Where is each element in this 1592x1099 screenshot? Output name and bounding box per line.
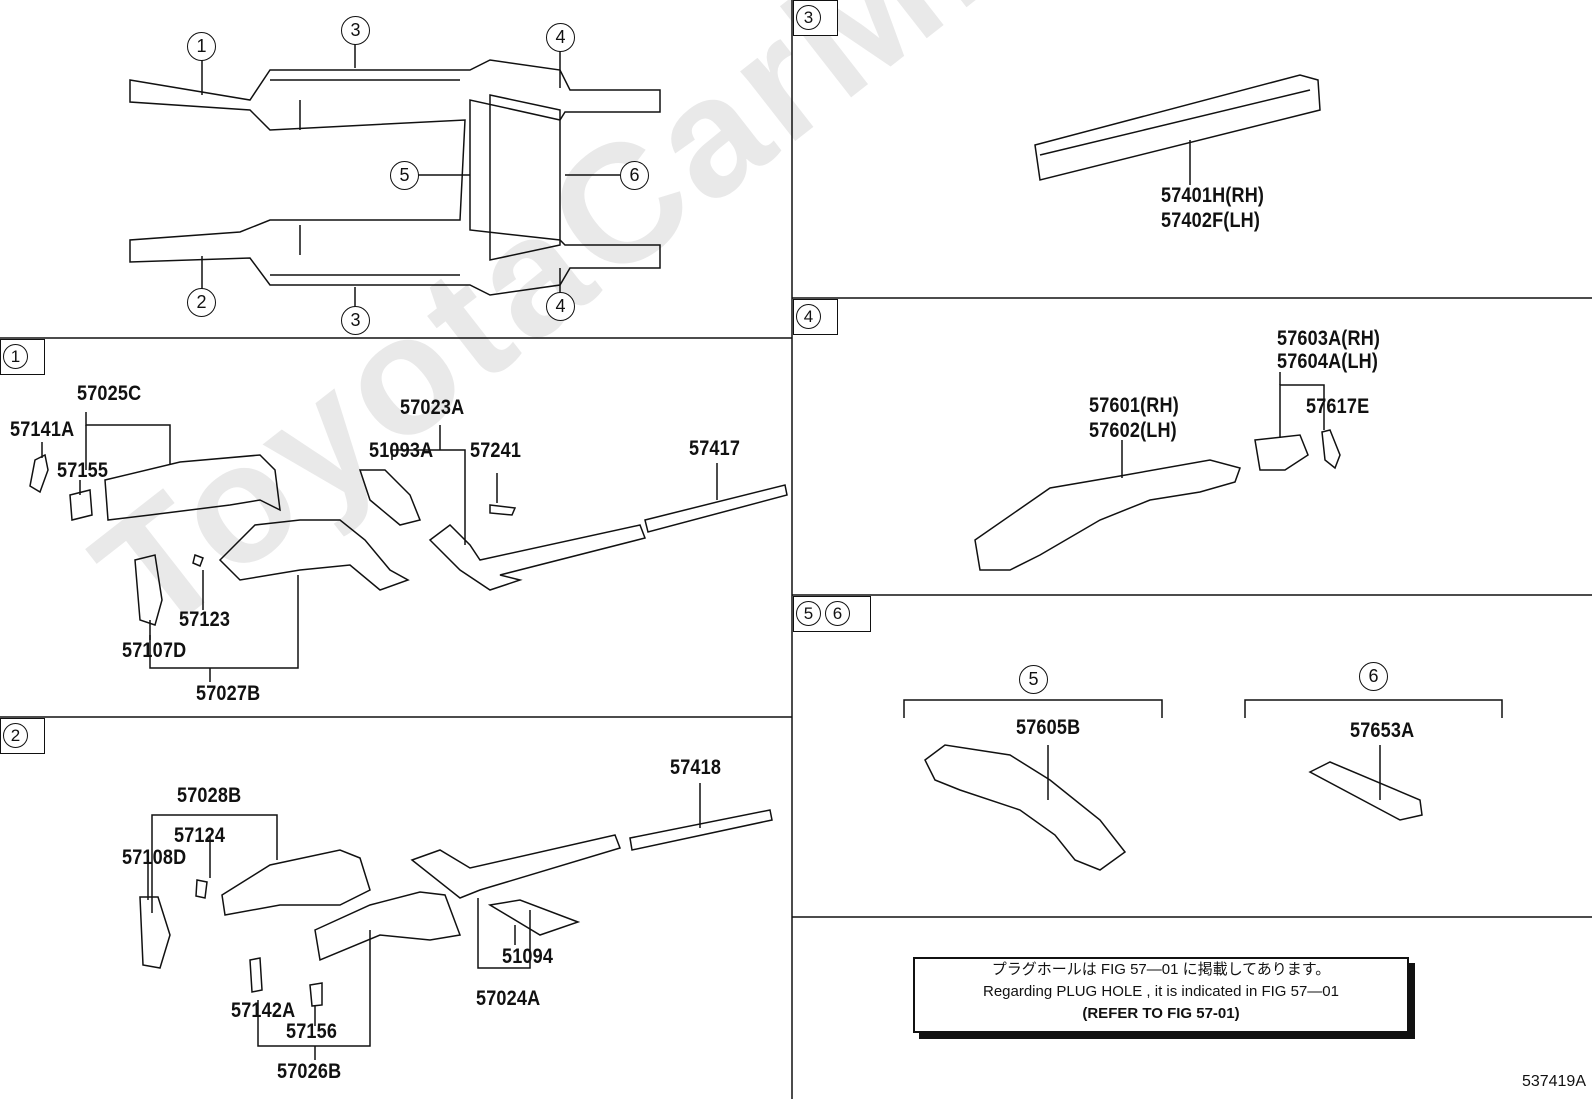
part-57027B: 57027B [196, 682, 261, 705]
part-57418: 57418 [670, 756, 722, 779]
plug-hole-note: プラグホールは FIG 57―01 に掲載してあります。 Regarding P… [913, 957, 1409, 1033]
part-57124: 57124 [174, 824, 226, 847]
part-57401H-RH: 57401H(RH) [1161, 184, 1265, 207]
note-english: Regarding PLUG HOLE , it is indicated in… [982, 983, 1339, 1000]
part-57024A: 57024A [476, 987, 541, 1010]
marker-4-bottom: 4 [546, 292, 575, 321]
part-57602-LH: 57602(LH) [1089, 419, 1177, 442]
part-57108D: 57108D [122, 846, 187, 869]
part-57156: 57156 [286, 1020, 338, 1043]
section-tag-4: 4 [793, 299, 838, 335]
part-57617E: 57617E [1306, 395, 1370, 418]
part-57028B: 57028B [177, 784, 242, 807]
part-57025C: 57025C [77, 382, 142, 405]
section-tag-2: 2 [0, 718, 45, 754]
part-57605B: 57605B [1016, 716, 1081, 739]
marker-4-top: 4 [546, 23, 575, 52]
diagram-code: 537419A [1521, 1073, 1586, 1090]
marker-5-detail: 5 [1019, 665, 1048, 694]
part-57023A: 57023A [400, 396, 465, 419]
marker-6: 6 [620, 161, 649, 190]
note-refer: (REFER TO FIG 57-01) [1082, 1005, 1240, 1022]
part-57107D: 57107D [122, 639, 187, 662]
part-57241: 57241 [470, 439, 522, 462]
marker-3-bottom: 3 [341, 306, 370, 335]
marker-3-top: 3 [341, 16, 370, 45]
section-tag-1: 1 [0, 339, 45, 375]
marker-1: 1 [187, 32, 216, 61]
marker-6-detail: 6 [1359, 662, 1388, 691]
marker-5: 5 [390, 161, 419, 190]
part-57601-RH: 57601(RH) [1089, 394, 1179, 417]
part-57155: 57155 [57, 459, 109, 482]
part-57141A: 57141A [10, 418, 75, 441]
note-japanese: プラグホールは FIG 57―01 に掲載してあります。 [991, 961, 1331, 978]
part-57123: 57123 [179, 608, 231, 631]
part-57142A: 57142A [231, 999, 296, 1022]
part-51093A: 51093A [369, 439, 434, 462]
part-57653A: 57653A [1350, 719, 1415, 742]
section-tag-3: 3 [793, 0, 838, 36]
part-57604A-LH: 57604A(LH) [1277, 350, 1379, 373]
part-51094: 51094 [502, 945, 554, 968]
part-57603A-RH: 57603A(RH) [1277, 327, 1381, 350]
part-57417: 57417 [689, 437, 741, 460]
part-57026B: 57026B [277, 1060, 342, 1083]
part-57402F-LH: 57402F(LH) [1161, 209, 1261, 232]
marker-2: 2 [187, 288, 216, 317]
